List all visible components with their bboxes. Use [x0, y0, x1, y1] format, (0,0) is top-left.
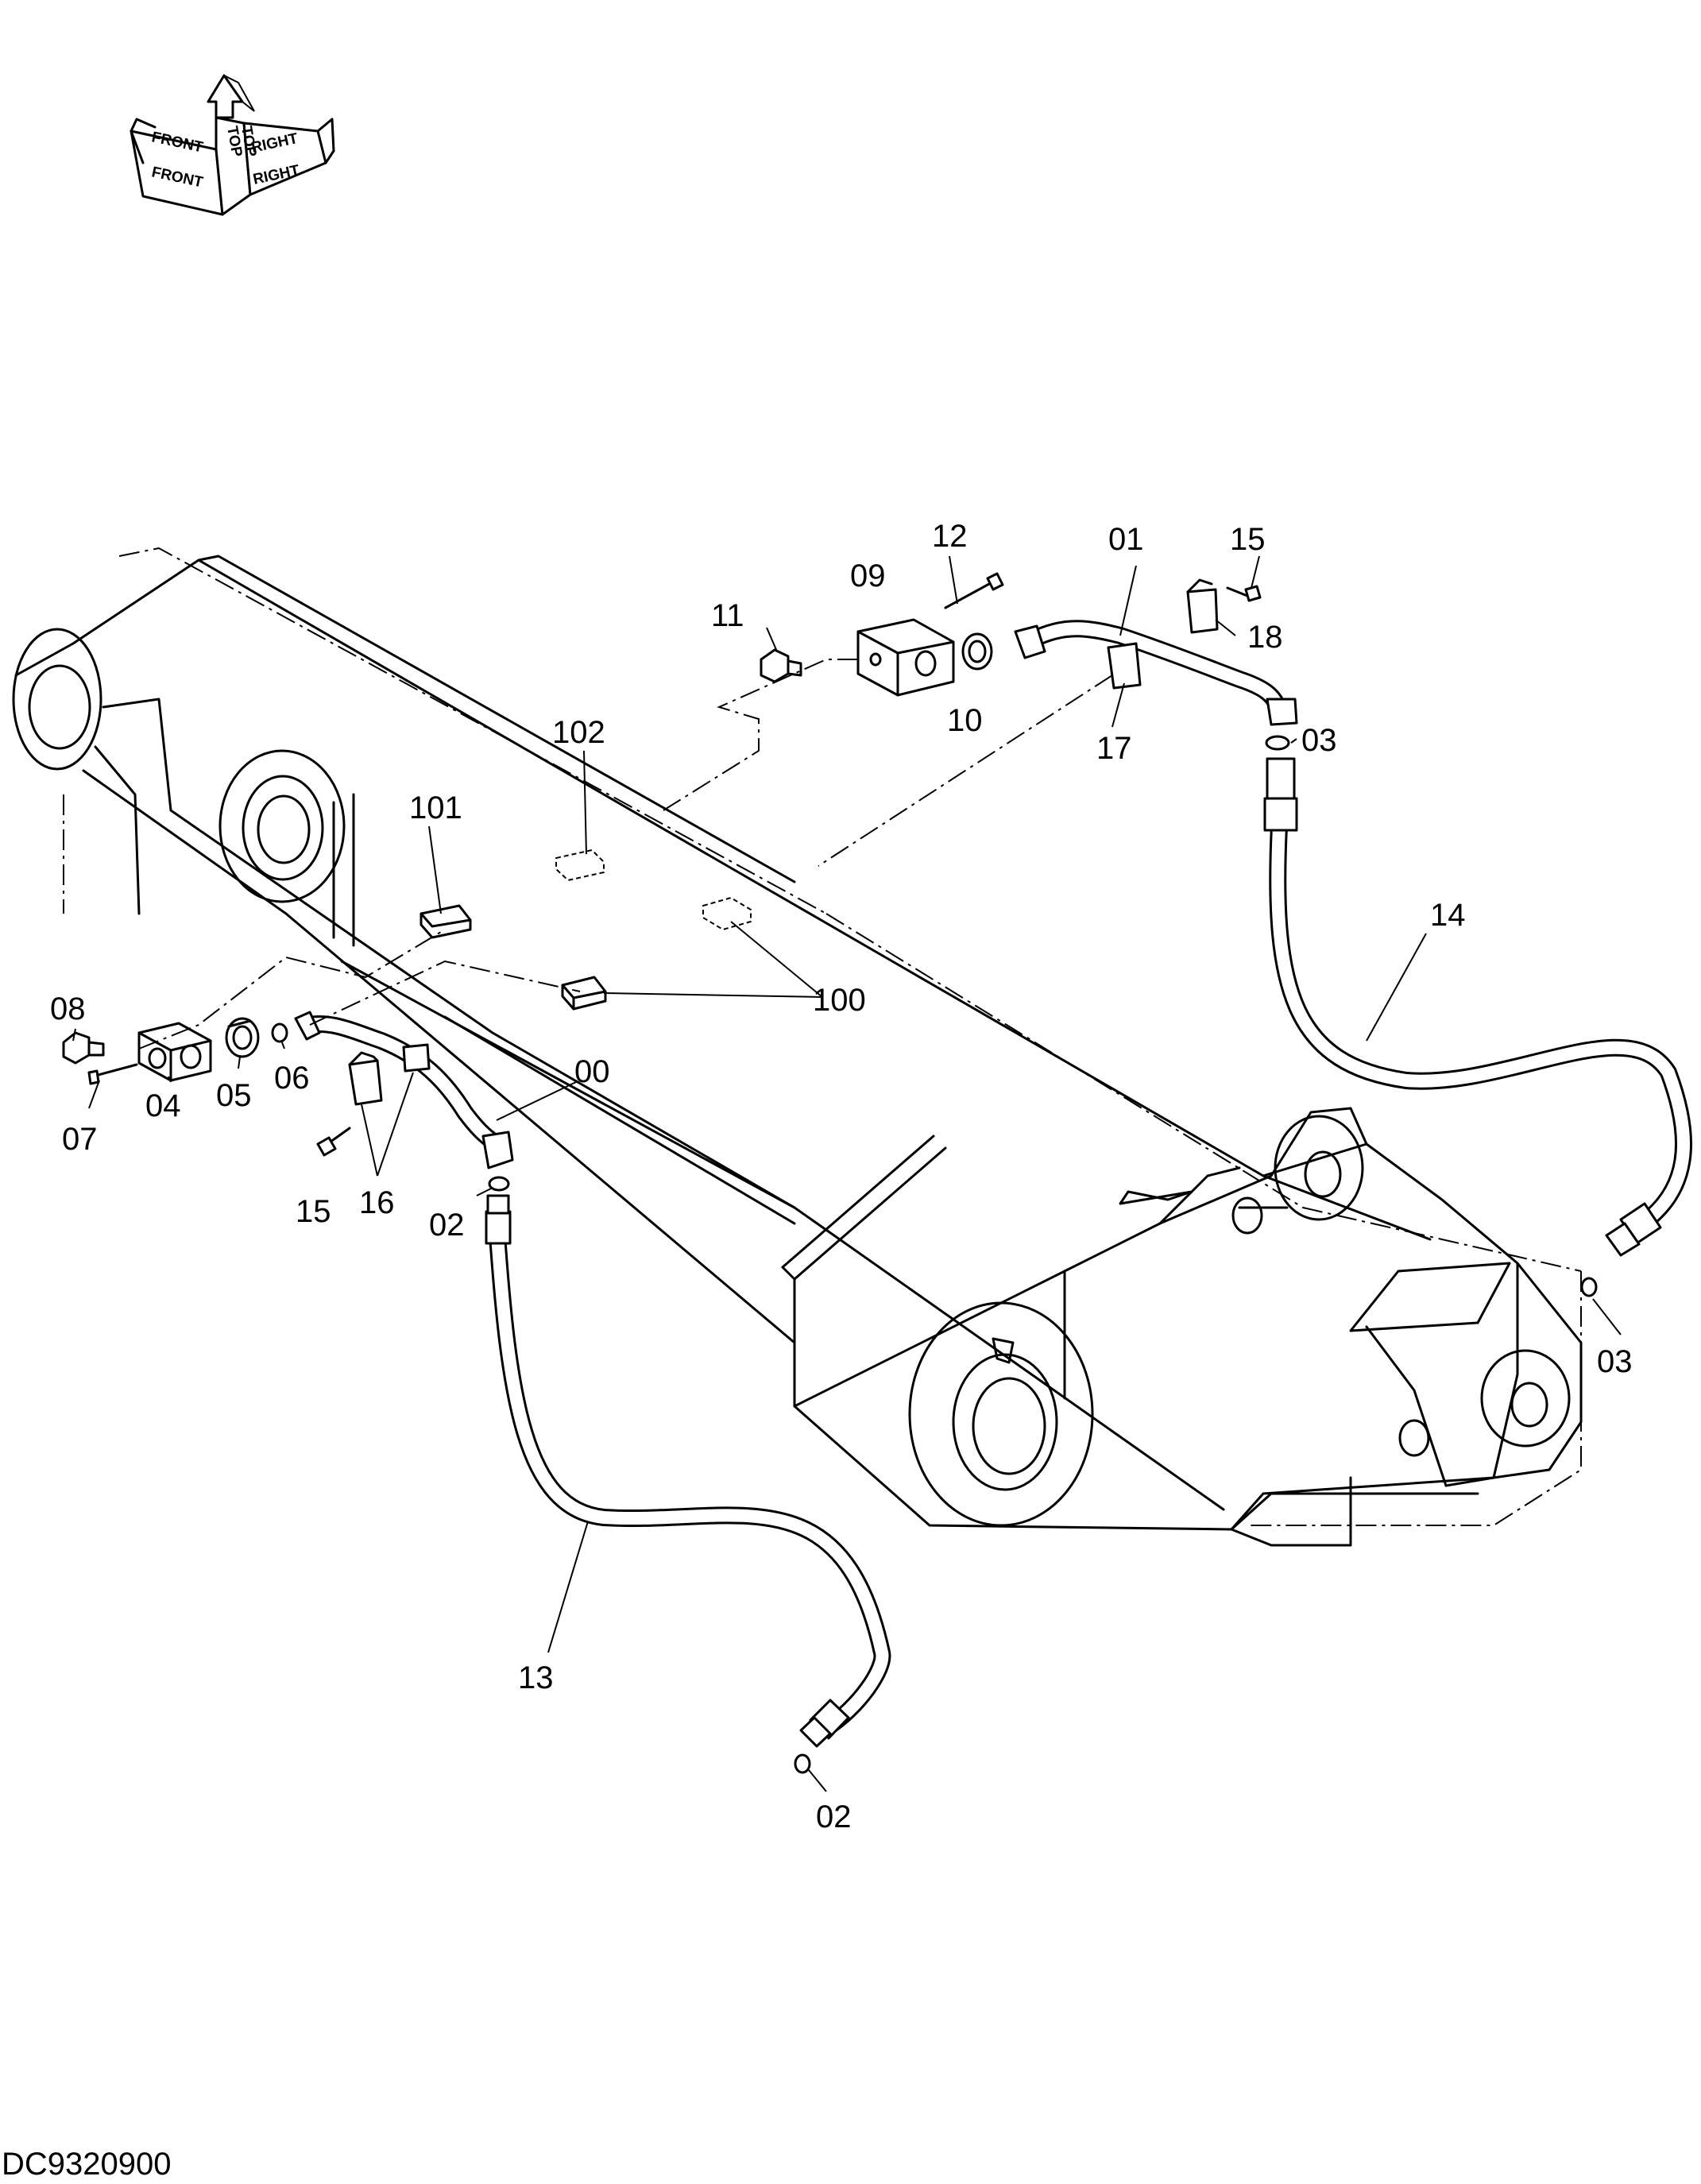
- callout-18: 18: [1247, 620, 1283, 655]
- phantom-lines: [138, 659, 1113, 1049]
- orientation-icon: FRONT FRONT TOP TOP RIGHT RIGHT: [130, 74, 335, 216]
- callout-00: 00: [574, 1054, 610, 1089]
- fitting-10: [961, 632, 993, 671]
- callout-13: 13: [518, 1660, 554, 1695]
- nut-08: [62, 1031, 91, 1065]
- leader-lines: [72, 555, 1622, 1792]
- oring-02b: [794, 1753, 811, 1774]
- callout-03b: 03: [1597, 1344, 1633, 1379]
- drawing-code: DC9320900: [2, 2147, 172, 2182]
- right-valve-assembly: [760, 572, 1298, 751]
- oring-06: [271, 1022, 288, 1043]
- clamp-18: [1186, 588, 1219, 634]
- callout-03a: 03: [1301, 723, 1337, 758]
- oring-03b: [1580, 1277, 1598, 1297]
- bolt-12: [944, 582, 991, 609]
- hose-14: [1263, 757, 1692, 1257]
- plates: [419, 848, 752, 1011]
- boom-body: [12, 547, 1583, 1547]
- oring-02a: [488, 1176, 510, 1192]
- callout-06: 06: [274, 1061, 310, 1096]
- callout-11: 11: [711, 598, 744, 633]
- callout-100: 100: [813, 983, 866, 1018]
- plate-101: [419, 904, 472, 939]
- clamp-16b: [402, 1043, 431, 1073]
- hose-13: [485, 1194, 891, 1748]
- callout-15b: 15: [296, 1194, 331, 1229]
- callout-14: 14: [1430, 898, 1466, 933]
- callout-16: 16: [359, 1185, 395, 1220]
- clamp-17: [1107, 642, 1142, 690]
- plate-100a: [702, 896, 752, 931]
- bolt-15a: [1226, 586, 1249, 597]
- callout-12: 12: [932, 519, 968, 554]
- callout-15a: 15: [1230, 522, 1266, 557]
- callout-05: 05: [216, 1078, 252, 1113]
- callout-17: 17: [1096, 731, 1132, 766]
- left-valve-assembly: [62, 1011, 514, 1192]
- callout-08: 08: [50, 991, 86, 1026]
- pipe-01: [1024, 620, 1288, 720]
- callout-09: 09: [850, 559, 886, 593]
- plate-102: [555, 848, 605, 882]
- callout-04: 04: [145, 1088, 181, 1123]
- callout-101: 101: [409, 790, 462, 825]
- fitting-05: [225, 1017, 260, 1058]
- clamp-16a: [348, 1059, 383, 1106]
- valve-block-09: [856, 618, 955, 697]
- callout-07: 07: [62, 1122, 98, 1157]
- callout-02a: 02: [429, 1208, 465, 1243]
- oring-03a: [1265, 735, 1290, 751]
- callout-10: 10: [947, 703, 983, 738]
- nut-11: [760, 648, 790, 683]
- valve-block-04: [137, 1022, 212, 1082]
- bolt-07: [94, 1063, 138, 1077]
- callout-01: 01: [1108, 522, 1144, 557]
- callout-102: 102: [552, 715, 605, 750]
- callout-02b: 02: [816, 1799, 852, 1834]
- callout-labels: 12 09 11 10 01 15 18 17 03 102 101 100 0…: [50, 519, 1633, 1834]
